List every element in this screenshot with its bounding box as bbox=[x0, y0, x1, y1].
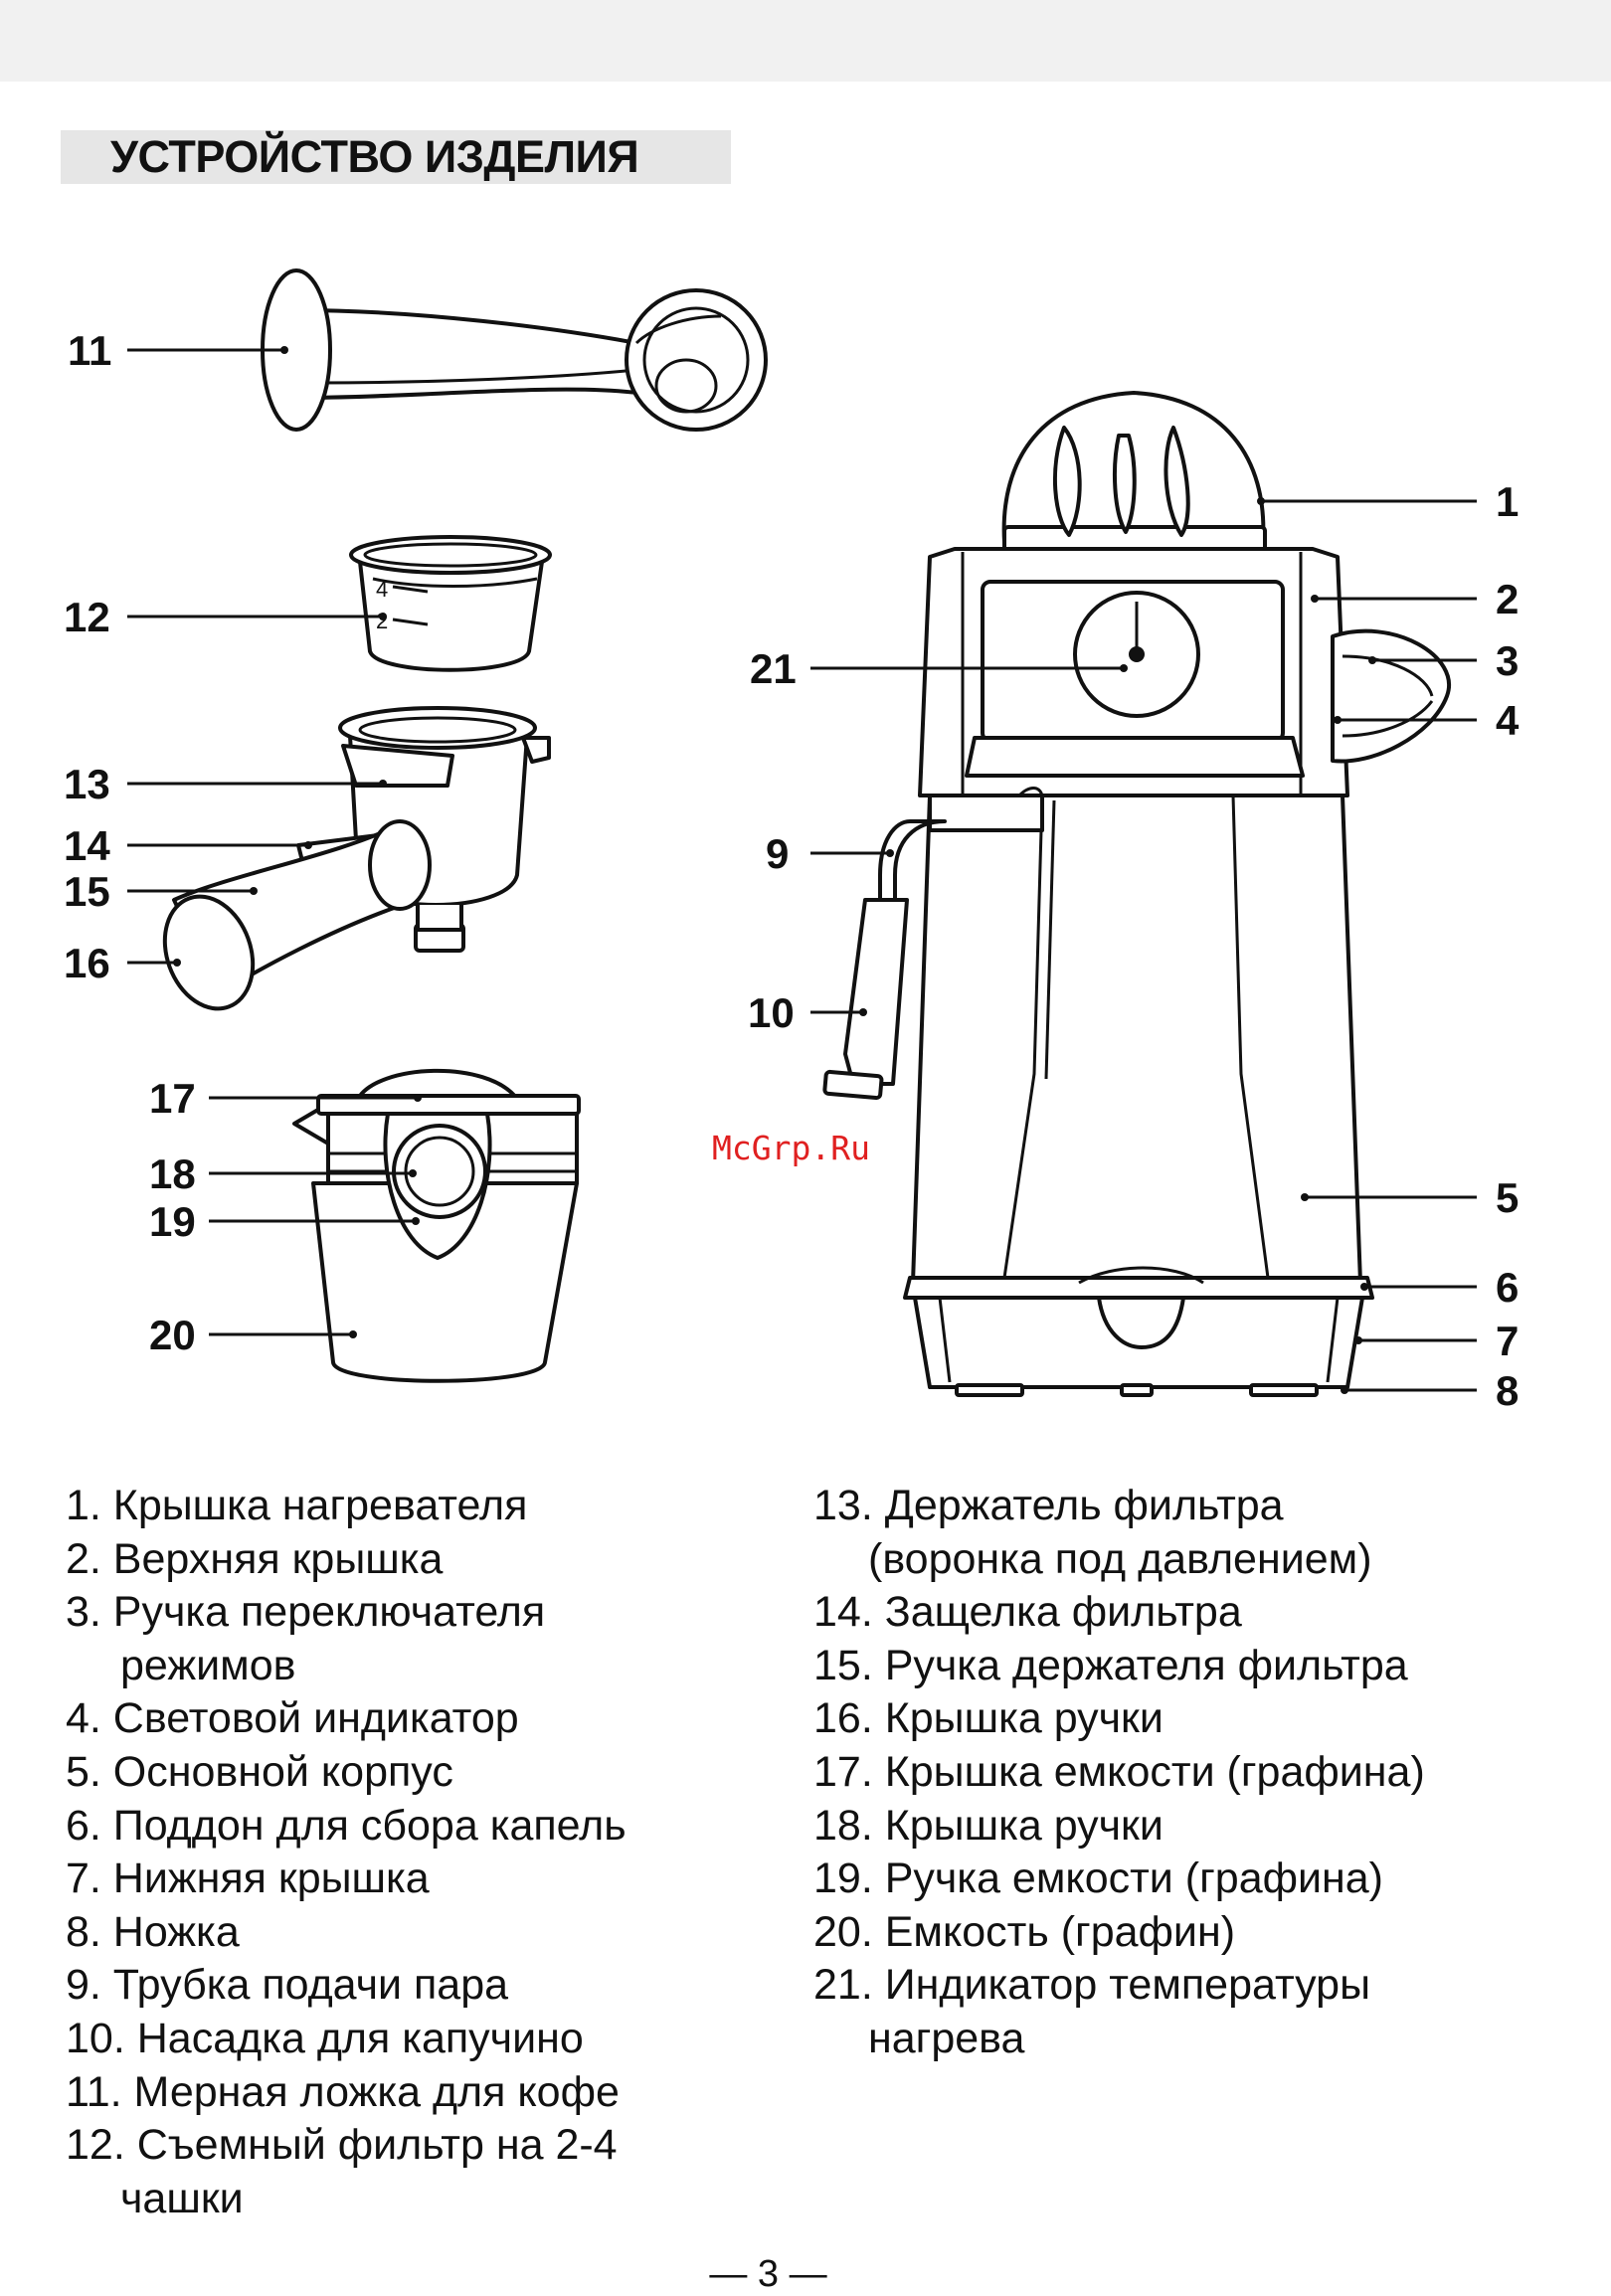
legend-item: 10. Насадка для капучино bbox=[66, 2014, 584, 2062]
callout-6: 6 bbox=[1496, 1264, 1519, 1311]
legend-item: 1. Крышка нагревателя bbox=[66, 1482, 528, 1529]
watermark: McGrp.Ru bbox=[712, 1129, 870, 1167]
svg-text:2: 2 bbox=[376, 609, 388, 633]
legend-item: 3. Ручка переключателя bbox=[66, 1588, 546, 1637]
callout-numbers: 11 12 13 14 15 16 17 18 19 20 1 2 3 4 5 … bbox=[64, 327, 1520, 1414]
callout-5: 5 bbox=[1496, 1174, 1519, 1221]
legend-item: 18. Крышка ручки bbox=[813, 1801, 1164, 1850]
legend-item-continuation: чашки bbox=[120, 2174, 244, 2222]
callout-17: 17 bbox=[149, 1075, 196, 1122]
parts-legend-right: 13. Держатель фильтра (воронка под давле… bbox=[813, 1480, 1599, 2066]
page-number: — 3 — bbox=[709, 2253, 827, 2295]
measuring-spoon-drawing bbox=[261, 268, 768, 432]
parts-legend-left: 1. Крышка нагревателя 2. Верхняя крышка … bbox=[66, 1480, 782, 2225]
callout-9: 9 bbox=[766, 830, 789, 877]
legend-item: 15. Ручка держателя фильтра bbox=[813, 1641, 1408, 1689]
callout-4: 4 bbox=[1496, 697, 1520, 744]
legend-item-continuation: (воронка под давлением) bbox=[868, 1534, 1372, 1583]
legend-item: 8. Ножка bbox=[66, 1907, 240, 1956]
callout-21: 21 bbox=[750, 645, 797, 692]
callout-18: 18 bbox=[149, 1150, 196, 1197]
legend-item: 13. Держатель фильтра bbox=[813, 1482, 1284, 1529]
filter-holder-drawing bbox=[162, 706, 551, 1011]
callout-13: 13 bbox=[64, 761, 110, 807]
callout-3: 3 bbox=[1496, 637, 1519, 684]
legend-item: 5. Основной корпус bbox=[66, 1747, 453, 1796]
removable-filter-drawing: 4 2 bbox=[349, 535, 552, 672]
legend-item: 21. Индикатор температуры bbox=[813, 1961, 1370, 2010]
legend-item: 14. Защелка фильтра bbox=[813, 1588, 1242, 1637]
callout-14: 14 bbox=[64, 822, 110, 869]
legend-item: 12. Съемный фильтр на 2-4 bbox=[66, 2121, 618, 2170]
legend-item-continuation: нагрева bbox=[868, 2014, 1025, 2062]
callout-7: 7 bbox=[1496, 1318, 1519, 1364]
legend-item: 2. Верхняя крышка bbox=[66, 1534, 444, 1583]
callout-10: 10 bbox=[748, 989, 795, 1036]
espresso-machine-drawing bbox=[822, 391, 1451, 1397]
legend-item-continuation: режимов bbox=[120, 1641, 296, 1689]
legend-item: 6. Поддон для сбора капель bbox=[66, 1801, 626, 1850]
header-band bbox=[0, 0, 1611, 82]
legend-item: 7. Нижняя крышка bbox=[66, 1854, 430, 1903]
section-title-box: УСТРОЙСТВО ИЗДЕЛИЯ bbox=[61, 130, 731, 184]
legend-item: 11. Мерная ложка для кофе bbox=[66, 2067, 620, 2116]
callout-1: 1 bbox=[1496, 478, 1519, 525]
callout-8: 8 bbox=[1496, 1367, 1519, 1414]
legend-item: 4. Световой индикатор bbox=[66, 1694, 519, 1743]
callout-2: 2 bbox=[1496, 576, 1519, 622]
legend-item: 20. Емкость (графин) bbox=[813, 1907, 1236, 1956]
callout-12: 12 bbox=[64, 594, 110, 640]
legend-item: 16. Крышка ручки bbox=[813, 1694, 1164, 1743]
legend-item: 19. Ручка емкости (графина) bbox=[813, 1854, 1383, 1903]
callout-19: 19 bbox=[149, 1198, 196, 1245]
svg-text:4: 4 bbox=[376, 577, 388, 602]
callout-16: 16 bbox=[64, 940, 110, 986]
carafe-drawing bbox=[292, 1068, 581, 1383]
callout-15: 15 bbox=[64, 868, 110, 915]
leader-lines bbox=[127, 346, 1477, 1394]
section-title: УСТРОЙСТВО ИЗДЕЛИЯ bbox=[110, 131, 639, 182]
legend-item: 9. Трубка подачи пара bbox=[66, 1961, 509, 2010]
callout-20: 20 bbox=[149, 1312, 196, 1358]
product-diagram: 4 2 bbox=[64, 268, 1520, 1414]
legend-item: 17. Крышка емкости (графина) bbox=[813, 1747, 1425, 1796]
callout-11: 11 bbox=[68, 327, 111, 374]
